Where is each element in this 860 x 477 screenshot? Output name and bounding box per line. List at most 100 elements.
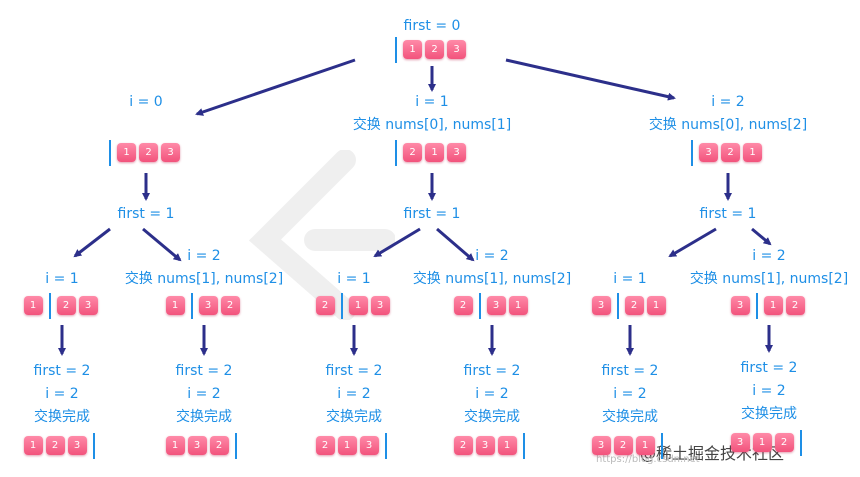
first-divider-bar [799,430,802,456]
array-cell: 2 [453,436,473,455]
leaf-i-label: i = 2 [475,386,509,402]
array-cell: 1 [497,436,517,455]
array-cell: 3 [591,436,611,455]
array-cell: 1 [23,296,43,315]
edge-root-to-i2 [505,58,676,101]
leaf-done-label: 交换完成 [176,409,232,425]
leaf-done-label: 交换完成 [464,409,520,425]
array-cell: 2 [613,436,633,455]
first-divider-bar [755,293,758,319]
array-cell: 1 [752,433,772,452]
first-divider-bar [691,140,693,166]
watermark-url: https://blog.csdn.net [596,454,700,465]
level1-swap-label: 交换 nums[0], nums[2] [648,117,808,133]
leaf-i-label: i = 2 [187,386,221,402]
array-cell: 1 [635,436,655,455]
edge-l2b [142,227,182,262]
array-cell: 2 [721,143,740,162]
array-cell: 3 [187,436,207,455]
leaf-i-label: i = 2 [613,386,647,402]
array-cell: 3 [730,296,750,315]
edge-l2c [373,227,421,258]
leaf-first-label: first = 2 [601,363,659,379]
root-first-label: first = 0 [403,18,461,34]
array-cell: 1 [337,436,357,455]
level1-i-label: i = 2 [711,94,745,110]
array-cell: 3 [591,296,611,315]
array-cell: 3 [475,436,495,455]
first-divider-bar [616,293,619,319]
leaf-first-label: first = 2 [740,360,798,376]
level2-i-label: i = 2 [752,248,786,264]
array-cell: 2 [139,143,158,162]
array-cell: 2 [425,40,444,59]
first-divider-bar [92,433,95,459]
array-cell: 2 [774,433,794,452]
array-cell: 3 [447,143,466,162]
level2-i-label: i = 2 [475,248,509,264]
array-cell: 2 [453,296,473,315]
leaf-i-label: i = 2 [45,386,79,402]
level2-swap-label: 交换 nums[1], nums[2] [689,271,849,287]
level2-i-label: i = 1 [337,271,371,287]
leaf-i-label: i = 2 [752,383,786,399]
level1-i-label: i = 1 [415,94,449,110]
leaf-first-label: first = 2 [325,363,383,379]
array-cell: 1 [743,143,762,162]
array-cell: 1 [348,296,368,315]
array-cell: 2 [45,436,65,455]
edge-l2d [436,227,475,262]
level1-swap-label: 交换 nums[0], nums[1] [352,117,512,133]
leaf-done-label: 交换完成 [34,409,90,425]
edge-l2e [668,227,717,258]
first-divider-bar [190,293,193,319]
level2-i-label: i = 1 [613,271,647,287]
array-cell: 1 [763,296,783,315]
level1-i-label: i = 0 [129,94,163,110]
leetcode-watermark-logo [248,150,395,320]
array-cell: 2 [56,296,76,315]
array-cell: 2 [220,296,240,315]
first-divider-bar [234,433,237,459]
array-cell: 2 [403,143,422,162]
leaf-i-label: i = 2 [337,386,371,402]
array-cell: 3 [67,436,87,455]
leaf-done-label: 交换完成 [602,409,658,425]
edge-l2a [73,227,111,258]
array-cell: 1 [425,143,444,162]
first-divider-bar [395,37,397,63]
edge-root-to-i0 [195,58,356,116]
level2-i-label: i = 2 [187,248,221,264]
array-cell: 1 [165,436,185,455]
array-cell: 2 [315,296,335,315]
array-cell: 2 [315,436,335,455]
first-divider-bar [395,140,397,166]
array-cell: 2 [209,436,229,455]
edge-l2f [751,227,772,246]
level2-swap-label: 交换 nums[1], nums[2] [124,271,284,287]
array-cell: 3 [198,296,218,315]
first-divider-bar [109,140,111,166]
first-divider-bar [384,433,387,459]
array-cell: 2 [785,296,805,315]
leaf-first-label: first = 2 [463,363,521,379]
leaf-done-label: 交换完成 [326,409,382,425]
array-cell: 1 [508,296,528,315]
level2-i-label: i = 1 [45,271,79,287]
level1-first-label: first = 1 [699,206,757,222]
array-cell: 1 [403,40,422,59]
